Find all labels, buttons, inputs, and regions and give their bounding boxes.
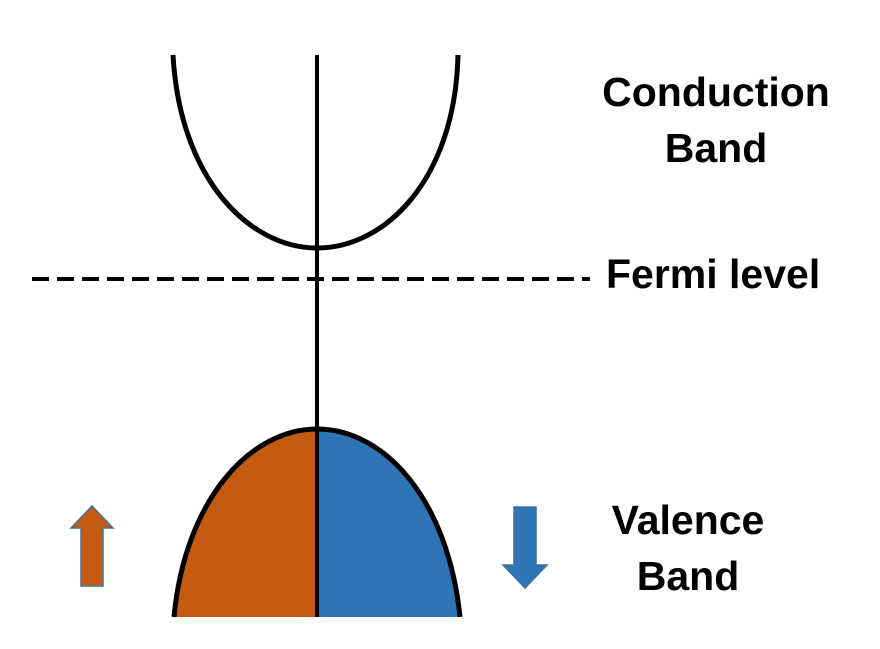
valence-band-label: Valence Band [588, 492, 788, 604]
valence-band-label-line-1: Valence [611, 497, 765, 543]
fermi-level-label-text: Fermi level [606, 251, 821, 297]
conduction-band-label: Conduction Band [596, 64, 836, 176]
valence-band-label-line-2: Band [636, 553, 740, 599]
valence-band-spin-down-half [317, 429, 460, 617]
up-arrow-icon [69, 504, 115, 587]
fermi-level-label: Fermi level [606, 246, 841, 302]
conduction-band-label-line-2: Band [664, 125, 768, 171]
valence-band-spin-up-half [174, 429, 317, 617]
conduction-band-label-line-1: Conduction [602, 69, 830, 115]
down-arrow-icon [501, 506, 549, 590]
